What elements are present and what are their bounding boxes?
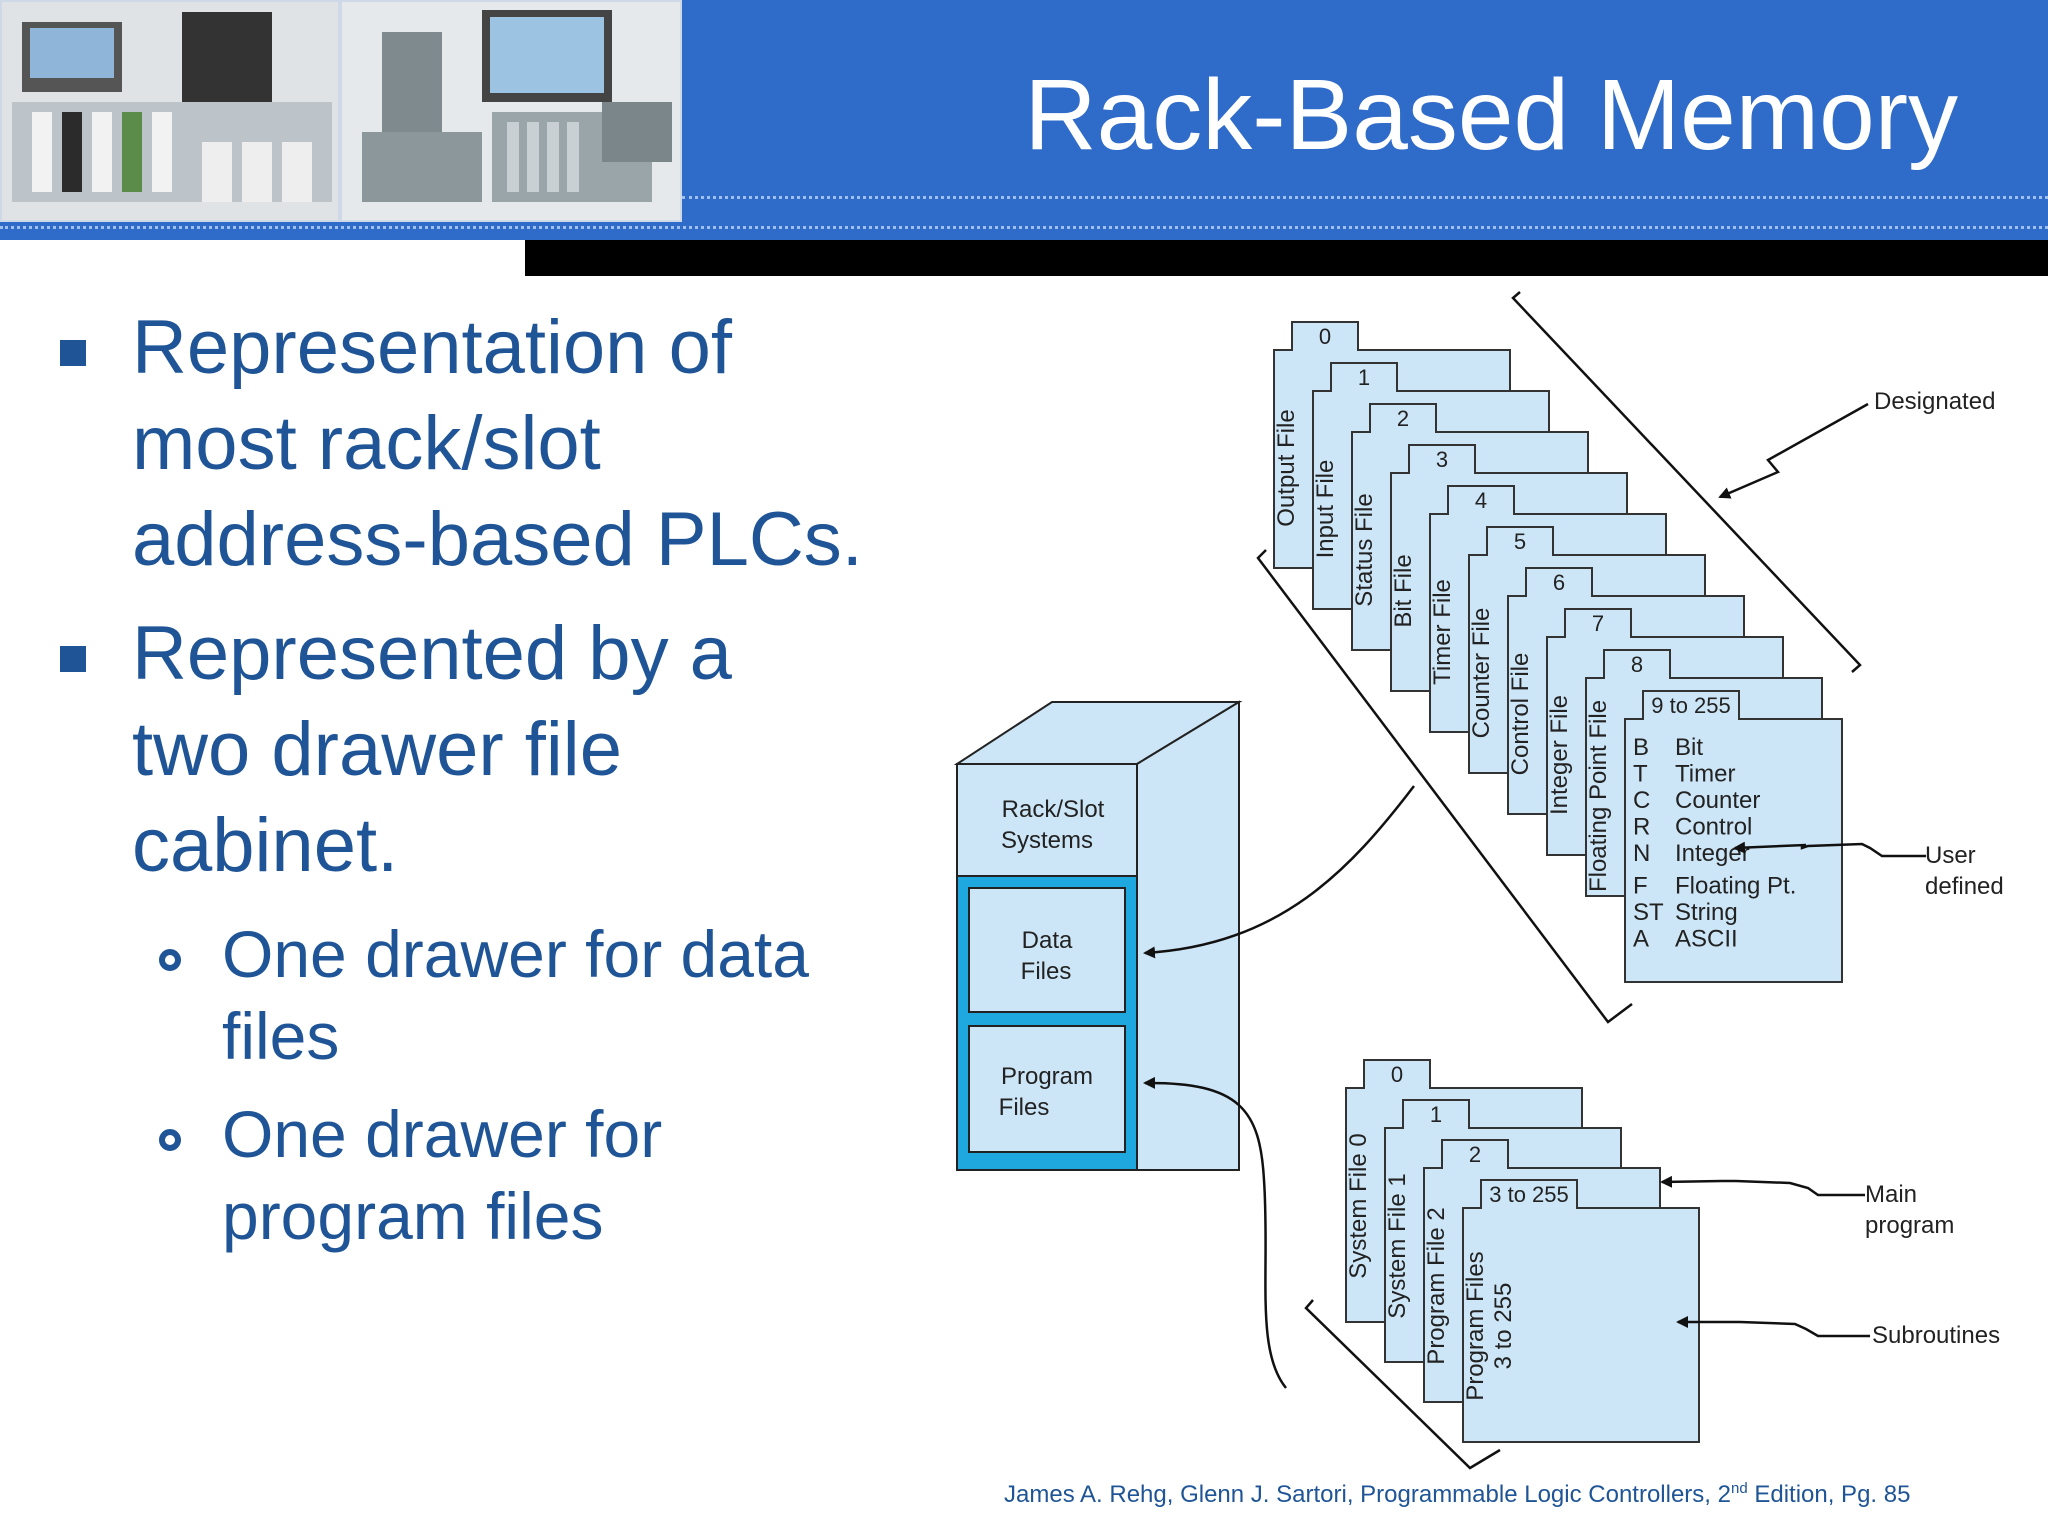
square-bullet-icon (60, 340, 86, 366)
header-underline-white (0, 240, 525, 258)
drawer-label: Data (1022, 927, 1073, 954)
folder-tab-label: 3 (1436, 447, 1448, 472)
svg-text:defined: defined (1925, 873, 2004, 900)
memory-diagram-svg: Rack/Slot Systems Data Files Program Fil… (953, 291, 2004, 1470)
subroutines-callout: Subroutines (1676, 1316, 2000, 1349)
designated-callout: Designated (1718, 388, 1995, 499)
file-type-name: Integer (1675, 840, 1750, 867)
file-type-name: Control (1675, 814, 1752, 841)
dotted-divider (0, 226, 2048, 229)
file-type-code: T (1633, 761, 1648, 788)
folder-tab-label: 2 (1397, 406, 1409, 431)
folder-tab-label: 4 (1475, 488, 1487, 513)
circle-bullet-icon (159, 949, 181, 971)
file-type-code: ST (1633, 899, 1664, 926)
folder-tab-label: 9 to 255 (1651, 693, 1731, 718)
folder-tab-label: 1 (1358, 365, 1370, 390)
folder-name: Integer File (1546, 695, 1573, 815)
plc-photo-right (340, 0, 682, 222)
data-files-drawer (968, 887, 1126, 1013)
folder-tab-label: 7 (1592, 611, 1604, 636)
slide-title: Rack-Based Memory (1024, 59, 1958, 171)
folder-tab-label: 5 (1514, 529, 1526, 554)
arrow-to-data-drawer (1143, 785, 1415, 959)
folder-name: Status File (1351, 493, 1378, 606)
file-type-name: Counter (1675, 787, 1760, 814)
file-type-code: C (1633, 787, 1650, 814)
file-type-code: B (1633, 734, 1649, 761)
bullet-text: Representation of most rack/slot address… (132, 305, 863, 582)
folder-name: Output File (1273, 409, 1300, 526)
memory-diagram: Rack/Slot Systems Data Files Program Fil… (940, 270, 2048, 1475)
folder-name: Program File 2 (1423, 1207, 1450, 1364)
file-type-name: Floating Pt. (1675, 873, 1796, 900)
cabinet-label: Systems (1001, 827, 1093, 854)
header-underline-black (525, 240, 2048, 276)
file-type-code: F (1633, 873, 1648, 900)
source-credit: James A. Rehg, Glenn J. Sartori, Program… (1004, 1480, 1911, 1508)
folder-name: Bit File (1390, 554, 1417, 627)
sub-bullet-text: One drawer for data files (222, 917, 809, 1073)
folder-tab-label: 1 (1430, 1102, 1442, 1127)
file-type-code: A (1633, 926, 1649, 953)
file-type-code: N (1633, 840, 1650, 867)
folder-tab-label: 0 (1391, 1062, 1403, 1087)
folder-name: Timer File (1429, 579, 1456, 685)
drawer-label: Program (1001, 1063, 1093, 1090)
file-cabinet: Rack/Slot Systems Data Files Program Fil… (953, 700, 1243, 1171)
main-program-callout: Main program (1660, 1175, 1954, 1239)
svg-text:program: program (1865, 1212, 1954, 1239)
folder-name: Control File (1507, 653, 1534, 776)
file-type-code: R (1633, 814, 1650, 841)
svg-text:Designated: Designated (1874, 388, 1995, 415)
header-banner: Rack-Based Memory (0, 0, 2048, 240)
file-type-name: Bit (1675, 734, 1703, 761)
svg-text:User: User (1925, 842, 1976, 869)
program-files-drawer (968, 1025, 1126, 1153)
folder-name: Program Files (1462, 1251, 1489, 1400)
folder-tab-label: 2 (1469, 1142, 1481, 1167)
folder-tab-label: 0 (1319, 324, 1331, 349)
folder-tab-label: 6 (1553, 570, 1565, 595)
designated-bracket (1256, 291, 1862, 1024)
file-type-name: Timer (1675, 761, 1735, 788)
folder-tab-label: 3 to 255 (1489, 1182, 1569, 1207)
folder-name: System File 1 (1384, 1173, 1411, 1318)
plc-photo-left (0, 0, 340, 222)
drawer-label: Files (1021, 958, 1072, 985)
folder-name: 3 to 255 (1490, 1283, 1517, 1370)
square-bullet-icon (60, 646, 86, 672)
cabinet-label: Rack/Slot (1002, 796, 1105, 823)
arrow-to-program-drawer (1143, 1076, 1287, 1389)
svg-text:Main: Main (1865, 1181, 1917, 1208)
file-type-name: ASCII (1675, 926, 1738, 953)
bullet-text: Represented by a two drawer file cabinet… (132, 611, 732, 888)
folder-name: Input File (1312, 460, 1339, 559)
circle-bullet-icon (159, 1129, 181, 1151)
folder-name: Floating Point File (1585, 700, 1612, 892)
program-bracket (1304, 1299, 1501, 1470)
user-defined-callout: User defined (1733, 841, 2004, 900)
svg-text:Subroutines: Subroutines (1872, 1322, 2000, 1349)
dotted-divider (682, 196, 2048, 199)
sub-bullet-text: One drawer for program files (222, 1097, 663, 1253)
drawer-label: Files (999, 1094, 1050, 1121)
folder-name: System File 0 (1345, 1133, 1372, 1278)
folder-tab-label: 8 (1631, 652, 1643, 677)
file-type-name: String (1675, 899, 1738, 926)
folder-name: Counter File (1468, 608, 1495, 739)
